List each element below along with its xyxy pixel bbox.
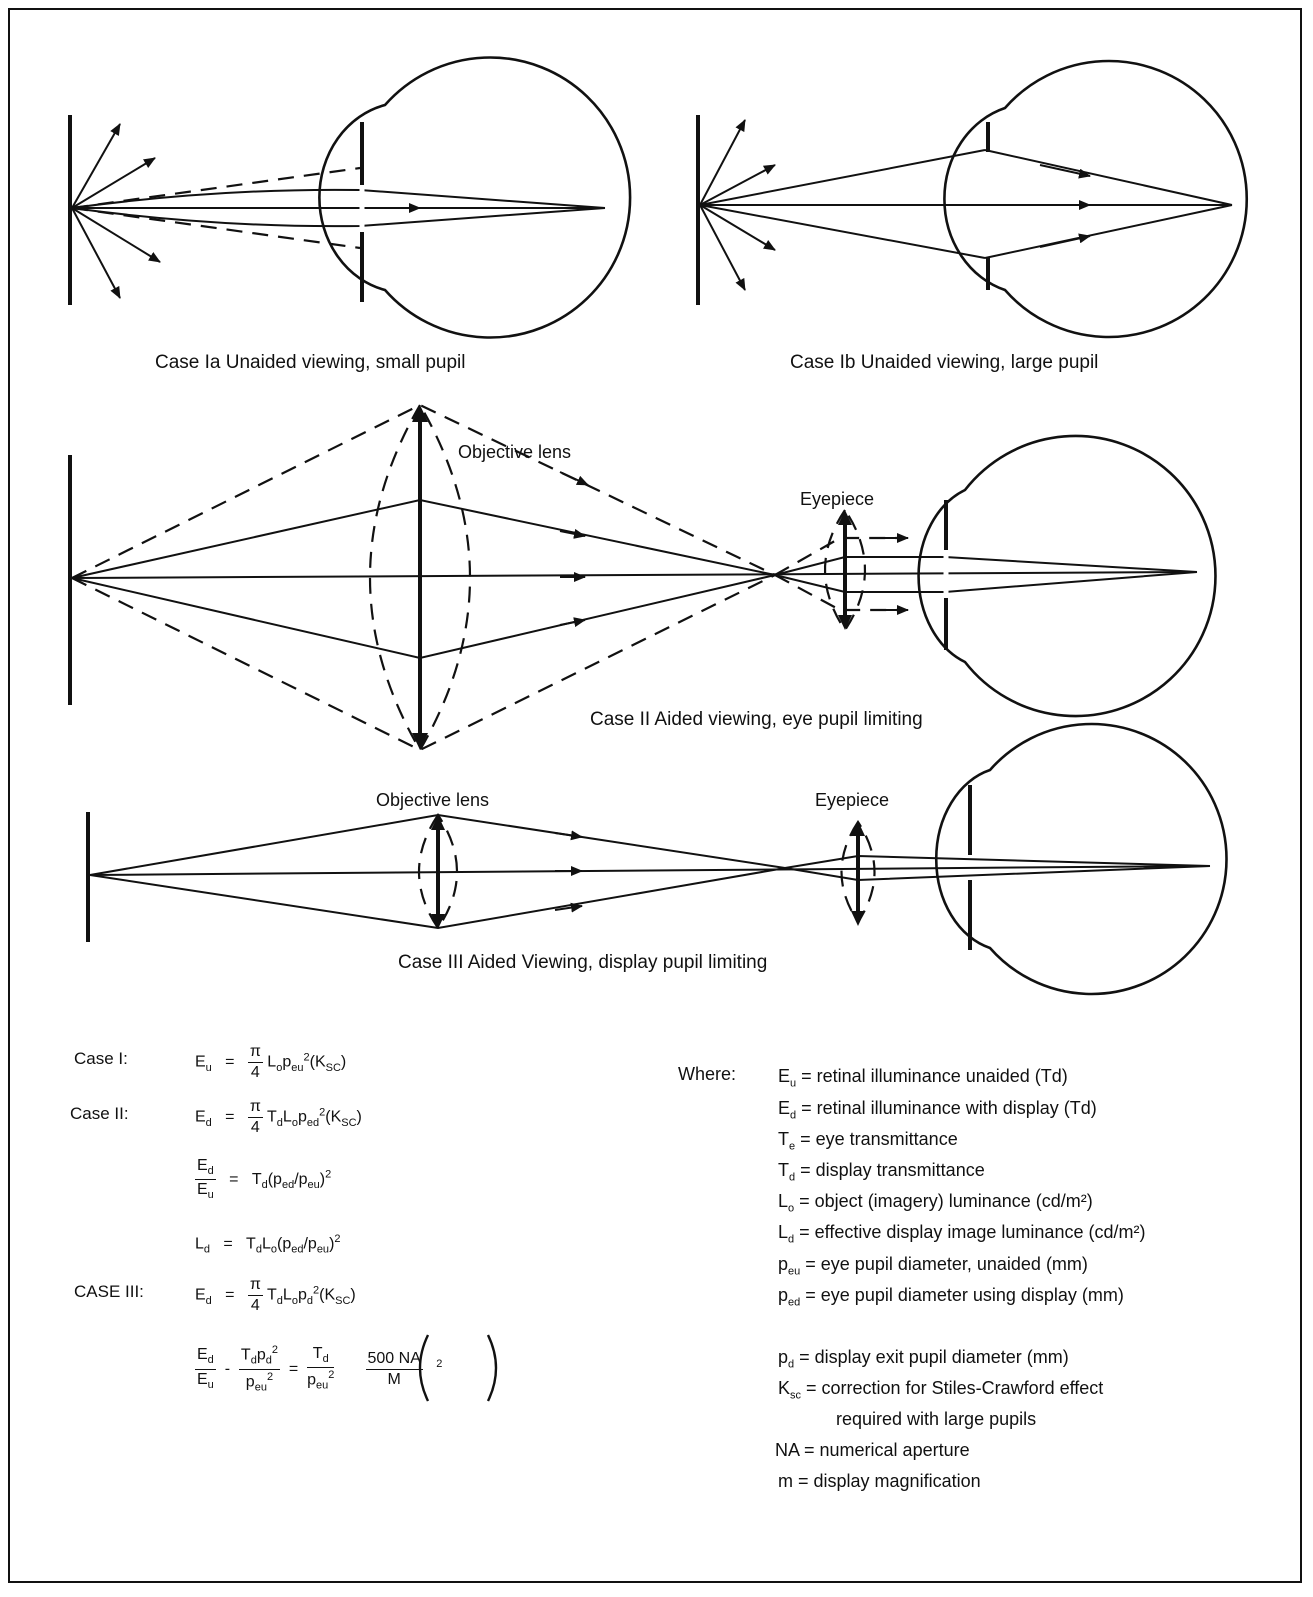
legend-subscript: ed: [788, 1296, 801, 1309]
legend-subscript: u: [790, 1077, 797, 1090]
legend-symbol: L: [778, 1222, 789, 1242]
legend-subscript: d: [789, 1171, 796, 1184]
caption-case-ib: Case Ib Unaided viewing, large pupil: [790, 352, 1098, 373]
legend-symbol: p: [778, 1254, 789, 1274]
legend-row: Eu = retinal illuminance unaided (Td): [778, 1067, 1068, 1090]
label-eyepiece: Eyepiece: [800, 489, 874, 509]
legend-row: Te = eye transmittance: [778, 1130, 958, 1153]
caption-case-ii: Case II Aided viewing, eye pupil limitin…: [590, 709, 923, 730]
legend-symbol: NA: [775, 1440, 800, 1460]
caption-case-iii: Case III Aided Viewing, display pupil li…: [398, 952, 767, 973]
eyepiece-lens: [823, 508, 867, 632]
legend-row: Ksc = correction for Stiles-Crawford eff…: [778, 1379, 1103, 1402]
legend-symbol: L: [778, 1191, 789, 1211]
case-iii-label: CASE III:: [74, 1282, 144, 1301]
eye-outline: [917, 434, 1217, 718]
legend-subscript: d: [790, 1109, 797, 1122]
legend-text: = numerical aperture: [799, 1440, 970, 1460]
legend-symbol: K: [778, 1378, 791, 1398]
equation-case-ii-ld: Ld = TdLo(ped/peu)2: [195, 1233, 341, 1256]
legend-row: pd = display exit pupil diameter (mm): [778, 1348, 1069, 1371]
legend-symbol: p: [778, 1285, 789, 1305]
case-ii-label: Case II:: [70, 1104, 129, 1123]
legend-subscript: e: [789, 1140, 796, 1153]
legend-symbol: m: [778, 1471, 793, 1491]
legend-text: = correction for Stiles-Crawford effect: [801, 1378, 1104, 1398]
legend-symbol: E: [778, 1066, 791, 1086]
legend-text: = retinal illuminance unaided (Td): [796, 1066, 1068, 1086]
legend-subscript: d: [788, 1233, 795, 1246]
legend-text: = display transmittance: [795, 1160, 985, 1180]
legend-row: Ld = effective display image luminance (…: [778, 1223, 1145, 1246]
legend-text: = display exit pupil diameter (mm): [794, 1347, 1069, 1367]
eye-outline: [943, 59, 1248, 339]
figure-frame: [8, 8, 1302, 1583]
legend-title: Where:: [678, 1064, 737, 1084]
legend-symbol: p: [778, 1347, 789, 1367]
legend-subscript: eu: [788, 1265, 801, 1278]
legend-text: required with large pupils: [836, 1409, 1037, 1429]
legend-subscript: sc: [790, 1389, 802, 1402]
legend-row: NA = numerical aperture: [775, 1441, 970, 1459]
legend-text: = eye transmittance: [795, 1129, 958, 1149]
legend-row: required with large pupils: [836, 1410, 1036, 1428]
legend-symbol: T: [778, 1129, 789, 1149]
legend-text: = eye pupil diameter, unaided (mm): [800, 1254, 1088, 1274]
legend-row: ped = eye pupil diameter using display (…: [778, 1286, 1124, 1309]
legend-text: = display magnification: [793, 1471, 981, 1491]
legend-row: peu = eye pupil diameter, unaided (mm): [778, 1255, 1088, 1278]
legend-text: = eye pupil diameter using display (mm): [800, 1285, 1124, 1305]
label-objective-lens-iii: Objective lens: [376, 790, 489, 810]
legend-row: Ed = retinal illuminance with display (T…: [778, 1099, 1097, 1122]
label-objective-lens: Objective lens: [458, 442, 571, 462]
case-ib-diagram: [696, 59, 1248, 339]
objective-lens: [368, 402, 472, 753]
legend-row: m = display magnification: [778, 1472, 981, 1490]
legend-symbol: E: [778, 1098, 791, 1118]
legend-subscript: d: [788, 1358, 795, 1371]
case-ii-diagram: [68, 402, 1217, 753]
legend-text: = retinal illuminance with display (Td): [796, 1098, 1097, 1118]
legend-row: Td = display transmittance: [778, 1161, 985, 1184]
legend-text: = effective display image luminance (cd/…: [794, 1222, 1146, 1242]
legend-subscript: o: [788, 1202, 795, 1215]
legend-symbol: T: [778, 1160, 789, 1180]
legend-row: Lo = object (imagery) luminance (cd/m²): [778, 1192, 1093, 1215]
eye-outline: [318, 56, 632, 339]
label-eyepiece-iii: Eyepiece: [815, 790, 889, 810]
case-ia-diagram: [68, 56, 632, 339]
caption-case-ia: Case Ia Unaided viewing, small pupil: [155, 352, 466, 373]
case-i-label: Case I:: [74, 1049, 128, 1068]
legend-text: = object (imagery) luminance (cd/m²): [794, 1191, 1093, 1211]
case-iii-diagram: [86, 722, 1228, 996]
eye-outline: [935, 722, 1228, 996]
objective-lens: [417, 813, 459, 930]
